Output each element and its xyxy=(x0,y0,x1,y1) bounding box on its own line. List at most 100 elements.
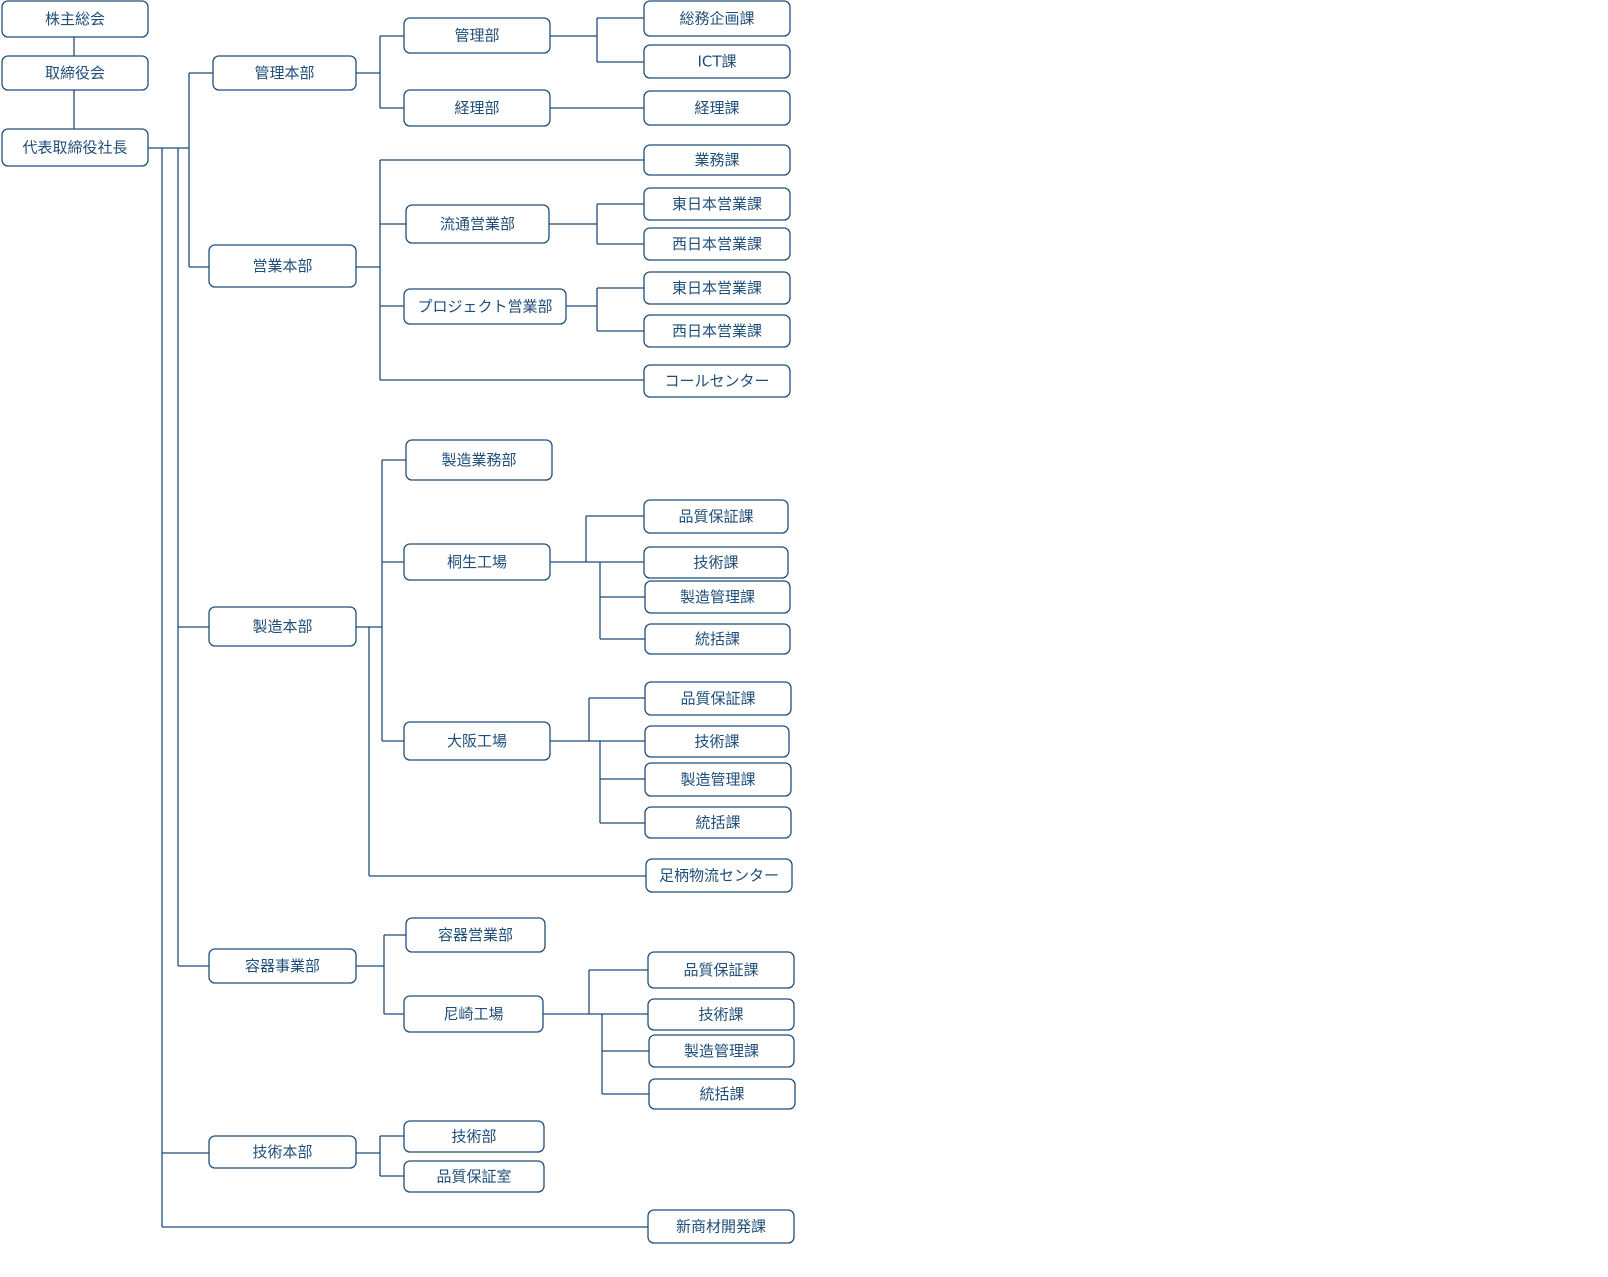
org-node-amagasaki-general: 統括課 xyxy=(648,1078,796,1110)
org-node-label: 足柄物流センター xyxy=(659,867,779,885)
org-node-label: 東日本営業課 xyxy=(672,195,762,213)
org-node-call-center: コールセンター xyxy=(643,364,791,398)
org-node-label: 製造管理課 xyxy=(684,1042,759,1060)
org-node-label: 技術課 xyxy=(698,1006,743,1024)
org-node-label: 管理本部 xyxy=(254,64,314,82)
org-node-label: 西日本営業課 xyxy=(672,235,762,253)
org-node-box xyxy=(405,917,546,953)
org-node-label: 製造業務部 xyxy=(441,451,516,469)
org-node-kiryu-mfgmgmt: 製造管理課 xyxy=(644,580,791,614)
org-node-box xyxy=(403,288,567,325)
connector-lines xyxy=(73,17,649,1228)
org-node-amagasaki-qa: 品質保証課 xyxy=(647,951,795,989)
org-node-box xyxy=(403,17,551,54)
org-node-dist-west: 西日本営業課 xyxy=(643,227,791,261)
org-node-label: 製造管理課 xyxy=(680,588,755,606)
org-node-label: 技術課 xyxy=(694,733,739,751)
org-node-kiryu-qa: 品質保証課 xyxy=(643,499,789,534)
org-node-box xyxy=(643,271,791,305)
org-node-osaka-tech: 技術課 xyxy=(644,725,790,758)
org-node-container-div: 容器事業部 xyxy=(208,948,357,984)
org-node-amagasaki-mfgmgmt: 製造管理課 xyxy=(648,1034,795,1068)
org-node-box xyxy=(403,543,551,581)
org-node-box xyxy=(403,89,551,127)
org-node-board: 取締役会 xyxy=(1,55,149,91)
org-node-label: 経理課 xyxy=(694,99,739,117)
org-node-box xyxy=(643,44,791,79)
org-node-box xyxy=(647,998,795,1031)
org-node-business-sec: 業務課 xyxy=(643,144,791,176)
org-node-box xyxy=(643,227,791,261)
org-node-box xyxy=(1,128,149,167)
org-node-box xyxy=(644,762,792,797)
org-node-proj-sales: プロジェクト営業部 xyxy=(403,288,567,325)
org-node-proj-east: 東日本営業課 xyxy=(643,271,791,305)
org-node-kiryu-tech: 技術課 xyxy=(643,546,789,579)
org-node-label: 大阪工場 xyxy=(447,732,507,750)
org-node-box xyxy=(644,725,790,758)
org-node-box xyxy=(643,546,789,579)
org-node-box xyxy=(1,55,149,91)
org-node-label: 品質保証課 xyxy=(683,961,758,979)
org-node-osaka: 大阪工場 xyxy=(403,721,551,761)
org-node-dist-sales: 流通営業部 xyxy=(405,204,550,244)
org-node-box xyxy=(643,364,791,398)
org-node-box xyxy=(643,187,791,221)
org-node-box xyxy=(643,144,791,176)
org-node-box xyxy=(403,995,544,1033)
org-node-label: 技術本部 xyxy=(252,1143,312,1161)
org-node-label: 株主総会 xyxy=(45,10,105,28)
org-node-tech-hq: 技術本部 xyxy=(208,1135,357,1169)
org-node-box xyxy=(208,1135,357,1169)
org-node-sales-hq: 営業本部 xyxy=(208,244,357,288)
org-node-label: ICT課 xyxy=(697,53,736,71)
org-node-box xyxy=(212,55,357,91)
org-node-box xyxy=(644,806,792,839)
org-node-label: 取締役会 xyxy=(45,64,105,82)
org-node-new-material: 新商材開発課 xyxy=(647,1209,795,1244)
org-node-general-planning: 総務企画課 xyxy=(643,0,791,37)
org-node-tech-dept: 技術部 xyxy=(403,1120,545,1153)
org-node-kiryu-general: 統括課 xyxy=(644,623,791,655)
org-node-shareholders: 株主総会 xyxy=(1,0,149,38)
org-node-box xyxy=(643,499,789,534)
org-node-label: 代表取締役社長 xyxy=(22,139,127,157)
org-node-label: 桐生工場 xyxy=(447,553,507,571)
org-node-box xyxy=(208,244,357,288)
org-node-box xyxy=(647,1209,795,1244)
org-node-mfg-business: 製造業務部 xyxy=(405,439,553,481)
org-node-label: 容器事業部 xyxy=(245,957,320,975)
org-node-box xyxy=(403,1120,545,1153)
org-node-label: コールセンター xyxy=(664,372,769,390)
org-node-label: プロジェクト営業部 xyxy=(417,298,552,316)
org-node-osaka-general: 統括課 xyxy=(644,806,792,839)
org-node-amagasaki: 尼崎工場 xyxy=(403,995,544,1033)
org-node-admin-hq: 管理本部 xyxy=(212,55,357,91)
org-node-accounting-dept: 経理部 xyxy=(403,89,551,127)
org-node-box xyxy=(643,0,791,37)
org-node-box xyxy=(648,1078,796,1110)
org-node-osaka-mfgmgmt: 製造管理課 xyxy=(644,762,792,797)
org-node-box xyxy=(405,204,550,244)
org-node-box xyxy=(643,90,791,126)
org-node-dist-east: 東日本営業課 xyxy=(643,187,791,221)
org-node-label: 技術部 xyxy=(451,1128,496,1146)
org-node-label: 営業本部 xyxy=(252,257,312,275)
org-node-label: 尼崎工場 xyxy=(443,1005,503,1023)
org-node-box xyxy=(644,580,791,614)
org-node-qa-office: 品質保証室 xyxy=(403,1160,545,1193)
org-node-box xyxy=(647,951,795,989)
org-node-proj-west: 西日本営業課 xyxy=(643,314,791,348)
org-node-label: 品質保証課 xyxy=(678,508,753,526)
org-node-box xyxy=(1,0,149,38)
org-node-box xyxy=(208,606,357,647)
org-node-label: 管理部 xyxy=(454,27,499,45)
org-node-label: 西日本営業課 xyxy=(672,322,762,340)
org-node-label: 業務課 xyxy=(694,151,739,169)
org-node-label: 容器営業部 xyxy=(438,926,513,944)
org-node-box xyxy=(403,1160,545,1193)
org-node-label: 統括課 xyxy=(699,1085,744,1103)
org-node-label: 総務企画課 xyxy=(679,10,754,28)
